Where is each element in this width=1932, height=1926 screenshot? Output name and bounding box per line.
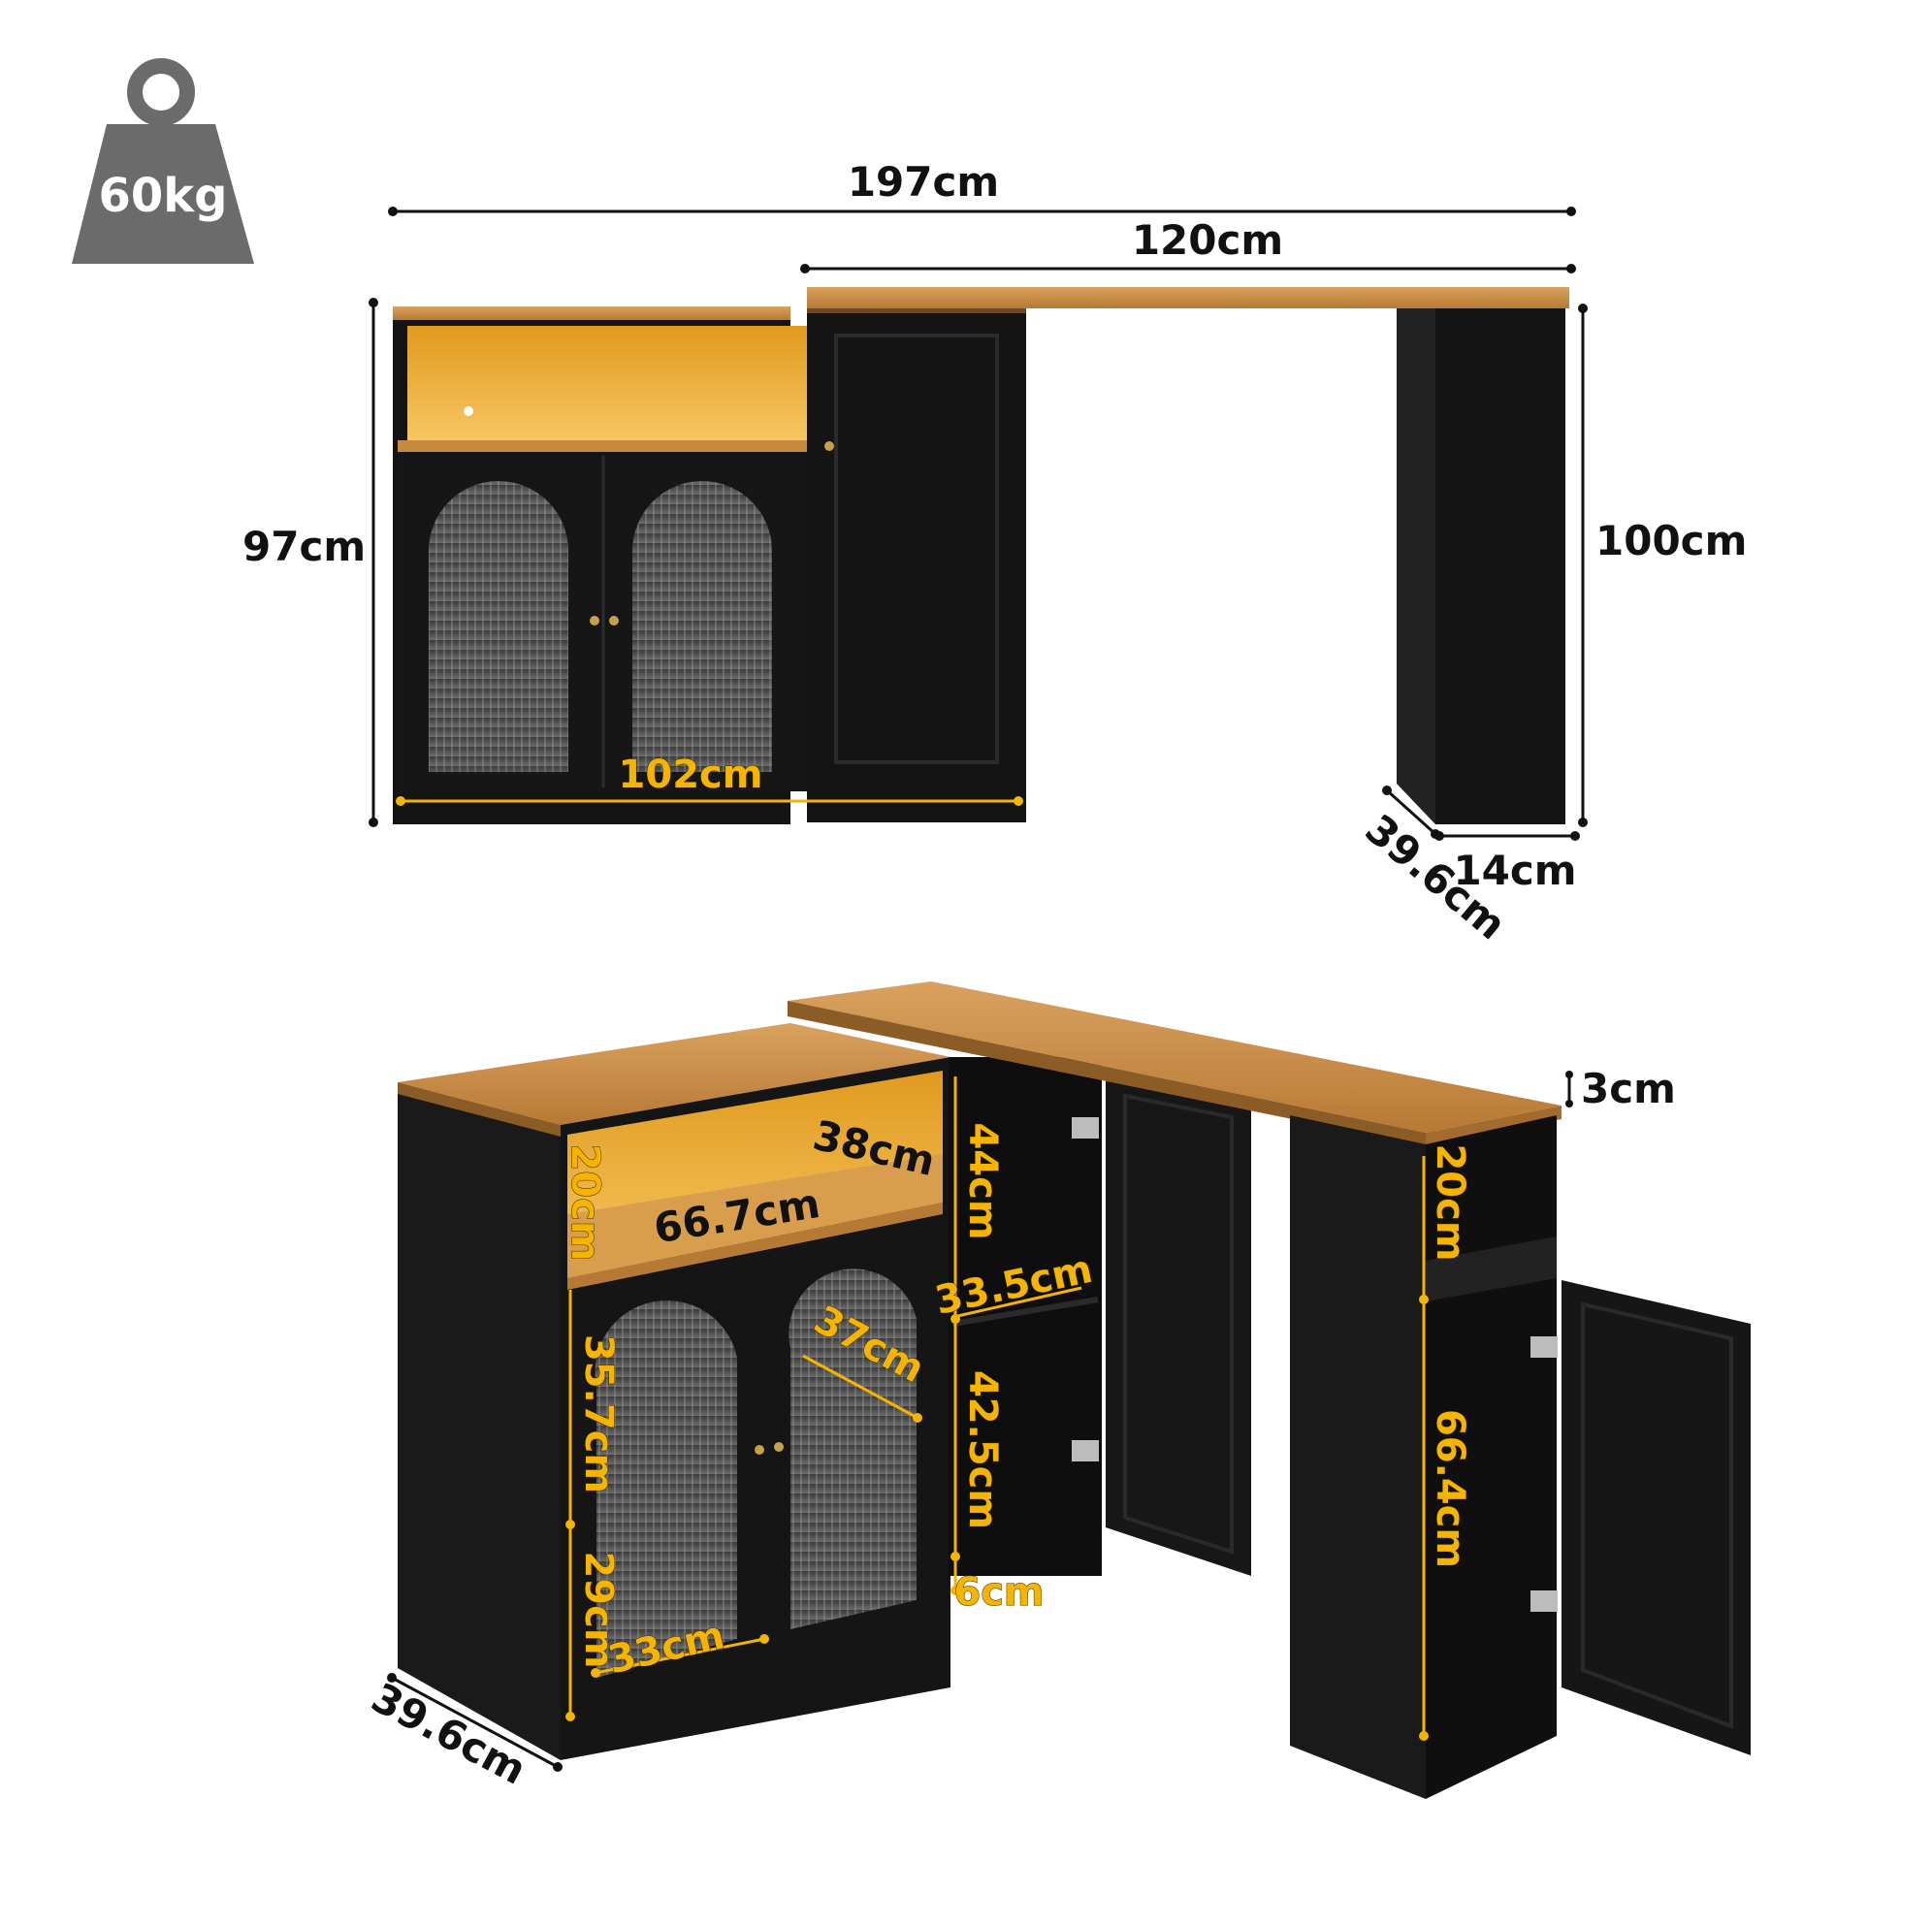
perspective-dimensions	[565, 1076, 1429, 1741]
left-cabinet-top	[393, 306, 790, 320]
leg-cabinet-door	[1562, 1280, 1751, 1755]
dim-door-upper-height: 35.7cm	[576, 1334, 621, 1493]
dim-leg-open-height: 20cm	[1428, 1143, 1472, 1261]
middle-cabinet-door	[1106, 1076, 1251, 1576]
dim-desk-height: 100cm	[1595, 517, 1747, 564]
glass-door-right	[632, 481, 772, 772]
desktop-top	[807, 287, 1569, 308]
glass-door-left	[429, 481, 568, 772]
front-view-dimensions	[369, 207, 1588, 841]
leg-cabinet-side	[1397, 308, 1435, 824]
cabinet-side	[398, 1084, 561, 1760]
dim-leg-width: 14cm	[1453, 847, 1576, 894]
dim-desk-width: 120cm	[1132, 216, 1283, 264]
dim-door-lower-height: 29cm	[576, 1551, 621, 1668]
dim-base-height: 6cm	[953, 1570, 1044, 1615]
perspective-glass-door-right	[789, 1268, 917, 1629]
dim-middle-upper-height: 44cm	[960, 1122, 1005, 1239]
leg-cabinet-side-perspective	[1290, 1115, 1426, 1799]
dim-middle-lower-height: 42.5cm	[960, 1370, 1005, 1529]
weight-label: 60kg	[98, 169, 227, 223]
dim-total-width: 197cm	[848, 158, 999, 206]
cabinet-top	[398, 1023, 950, 1125]
dim-leg-cabinet-height: 66.4cm	[1428, 1409, 1472, 1568]
dim-cabinet-height: 97cm	[242, 523, 366, 570]
leg-cabinet-front	[1435, 308, 1565, 824]
weight-badge: 60kg	[72, 58, 254, 264]
perspective-view	[398, 981, 1751, 1799]
dim-102-line	[396, 796, 1023, 806]
tall-cabinet	[807, 308, 1026, 822]
dim-top-thickness: 3cm	[1581, 1065, 1676, 1112]
dim-cabinet-width: 102cm	[619, 753, 763, 797]
lit-open-shelf	[407, 326, 807, 442]
middle-cabinet	[949, 1057, 1102, 1576]
front-view	[393, 287, 1569, 824]
dim-shelf-height: 20cm	[563, 1143, 607, 1261]
perspective-glass-door-left	[595, 1300, 737, 1678]
perspective-black-dimensions	[387, 1071, 1573, 1772]
perspective-desktop	[788, 981, 1562, 1133]
shelf-board	[398, 440, 809, 452]
weight-icon	[72, 58, 254, 264]
